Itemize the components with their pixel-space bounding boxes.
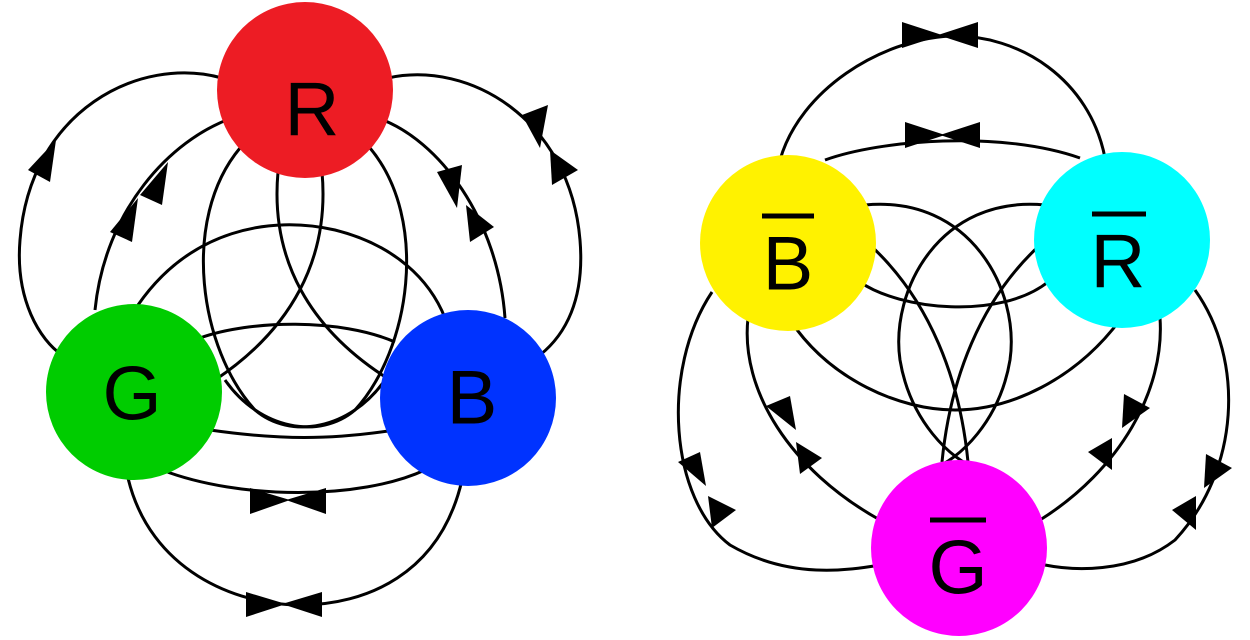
- node-anti-blue: B: [700, 155, 876, 331]
- arrowhead: [246, 592, 286, 617]
- node-red-circle: [217, 2, 393, 178]
- arrowhead: [522, 105, 548, 148]
- node-anti-blue-circle: [700, 155, 876, 331]
- loop-ab-ag-inner: [745, 317, 881, 522]
- node-anti-blue-label: B: [763, 222, 814, 307]
- right-arrowhead-group: [678, 22, 1232, 530]
- node-anti-green: G: [871, 460, 1047, 636]
- loop-r-b-inner: [377, 116, 507, 319]
- node-red-label: R: [285, 68, 340, 153]
- node-anti-red-circle: [1034, 152, 1210, 328]
- node-blue-circle: [380, 310, 556, 486]
- arrowhead: [1172, 496, 1196, 530]
- node-anti-red-label: R: [1091, 220, 1146, 305]
- loop-r-inner-left: [201, 147, 387, 429]
- node-anti-red: R: [1034, 152, 1210, 328]
- loop-ar-ag-cross: [940, 243, 1042, 463]
- loop-g-b-bottom: [209, 428, 396, 439]
- arrowhead: [550, 150, 578, 185]
- loop-ab-ar-mid: [859, 280, 1049, 309]
- loop-ar-ag-inner: [1039, 317, 1162, 522]
- arrowhead: [766, 396, 796, 430]
- right-loop-group: [676, 34, 1231, 572]
- node-blue-label: B: [447, 356, 498, 441]
- loop-r-b-outer: [387, 73, 583, 357]
- loop-ab-ag-outer: [676, 291, 881, 572]
- arrowhead: [466, 205, 494, 242]
- node-anti-green-label: G: [928, 526, 987, 611]
- arrowhead: [282, 592, 322, 617]
- loop-ab-ar-inner: [824, 139, 1081, 162]
- arrowhead: [902, 22, 942, 48]
- arrowhead: [796, 442, 822, 474]
- loop-ab-center: [864, 202, 1013, 472]
- arrowhead: [708, 496, 736, 528]
- arrowhead: [1122, 394, 1150, 428]
- arrowhead: [110, 198, 138, 242]
- loop-ar-ag-outer: [1044, 289, 1231, 571]
- arrowhead: [940, 122, 980, 148]
- loop-ab-ag-cross: [868, 243, 970, 463]
- loop-g-b-center: [136, 223, 447, 319]
- node-green-circle: [46, 304, 222, 480]
- arrowhead: [140, 162, 168, 205]
- left-arrowhead-group: [28, 105, 578, 617]
- loop-g-b-outer: [126, 477, 464, 607]
- arrowhead: [938, 22, 978, 48]
- arrowhead: [1204, 454, 1232, 488]
- arrowhead: [1088, 438, 1112, 470]
- loop-ab-ar-lower: [788, 319, 1122, 412]
- loop-r-inner-right: [223, 147, 409, 429]
- arrowhead: [678, 452, 706, 486]
- loop-r-g-inner: [93, 116, 233, 311]
- loop-r-center-left: [275, 171, 391, 382]
- loop-ar-center: [897, 202, 1046, 472]
- node-blue: B: [380, 310, 556, 486]
- loop-g-b-inner: [161, 468, 426, 494]
- arrowhead: [905, 122, 945, 148]
- arrowhead: [250, 488, 290, 514]
- node-red: R: [217, 2, 393, 178]
- node-green: G: [46, 304, 222, 480]
- arrowhead: [437, 165, 462, 208]
- loop-r-center-right: [214, 171, 325, 382]
- node-green-label: G: [102, 352, 161, 437]
- node-anti-green-circle: [871, 460, 1047, 636]
- loop-g-b-lower: [199, 322, 396, 344]
- loop-r-g-outer: [17, 71, 223, 357]
- arrowhead: [28, 140, 56, 182]
- arrowhead: [286, 488, 326, 514]
